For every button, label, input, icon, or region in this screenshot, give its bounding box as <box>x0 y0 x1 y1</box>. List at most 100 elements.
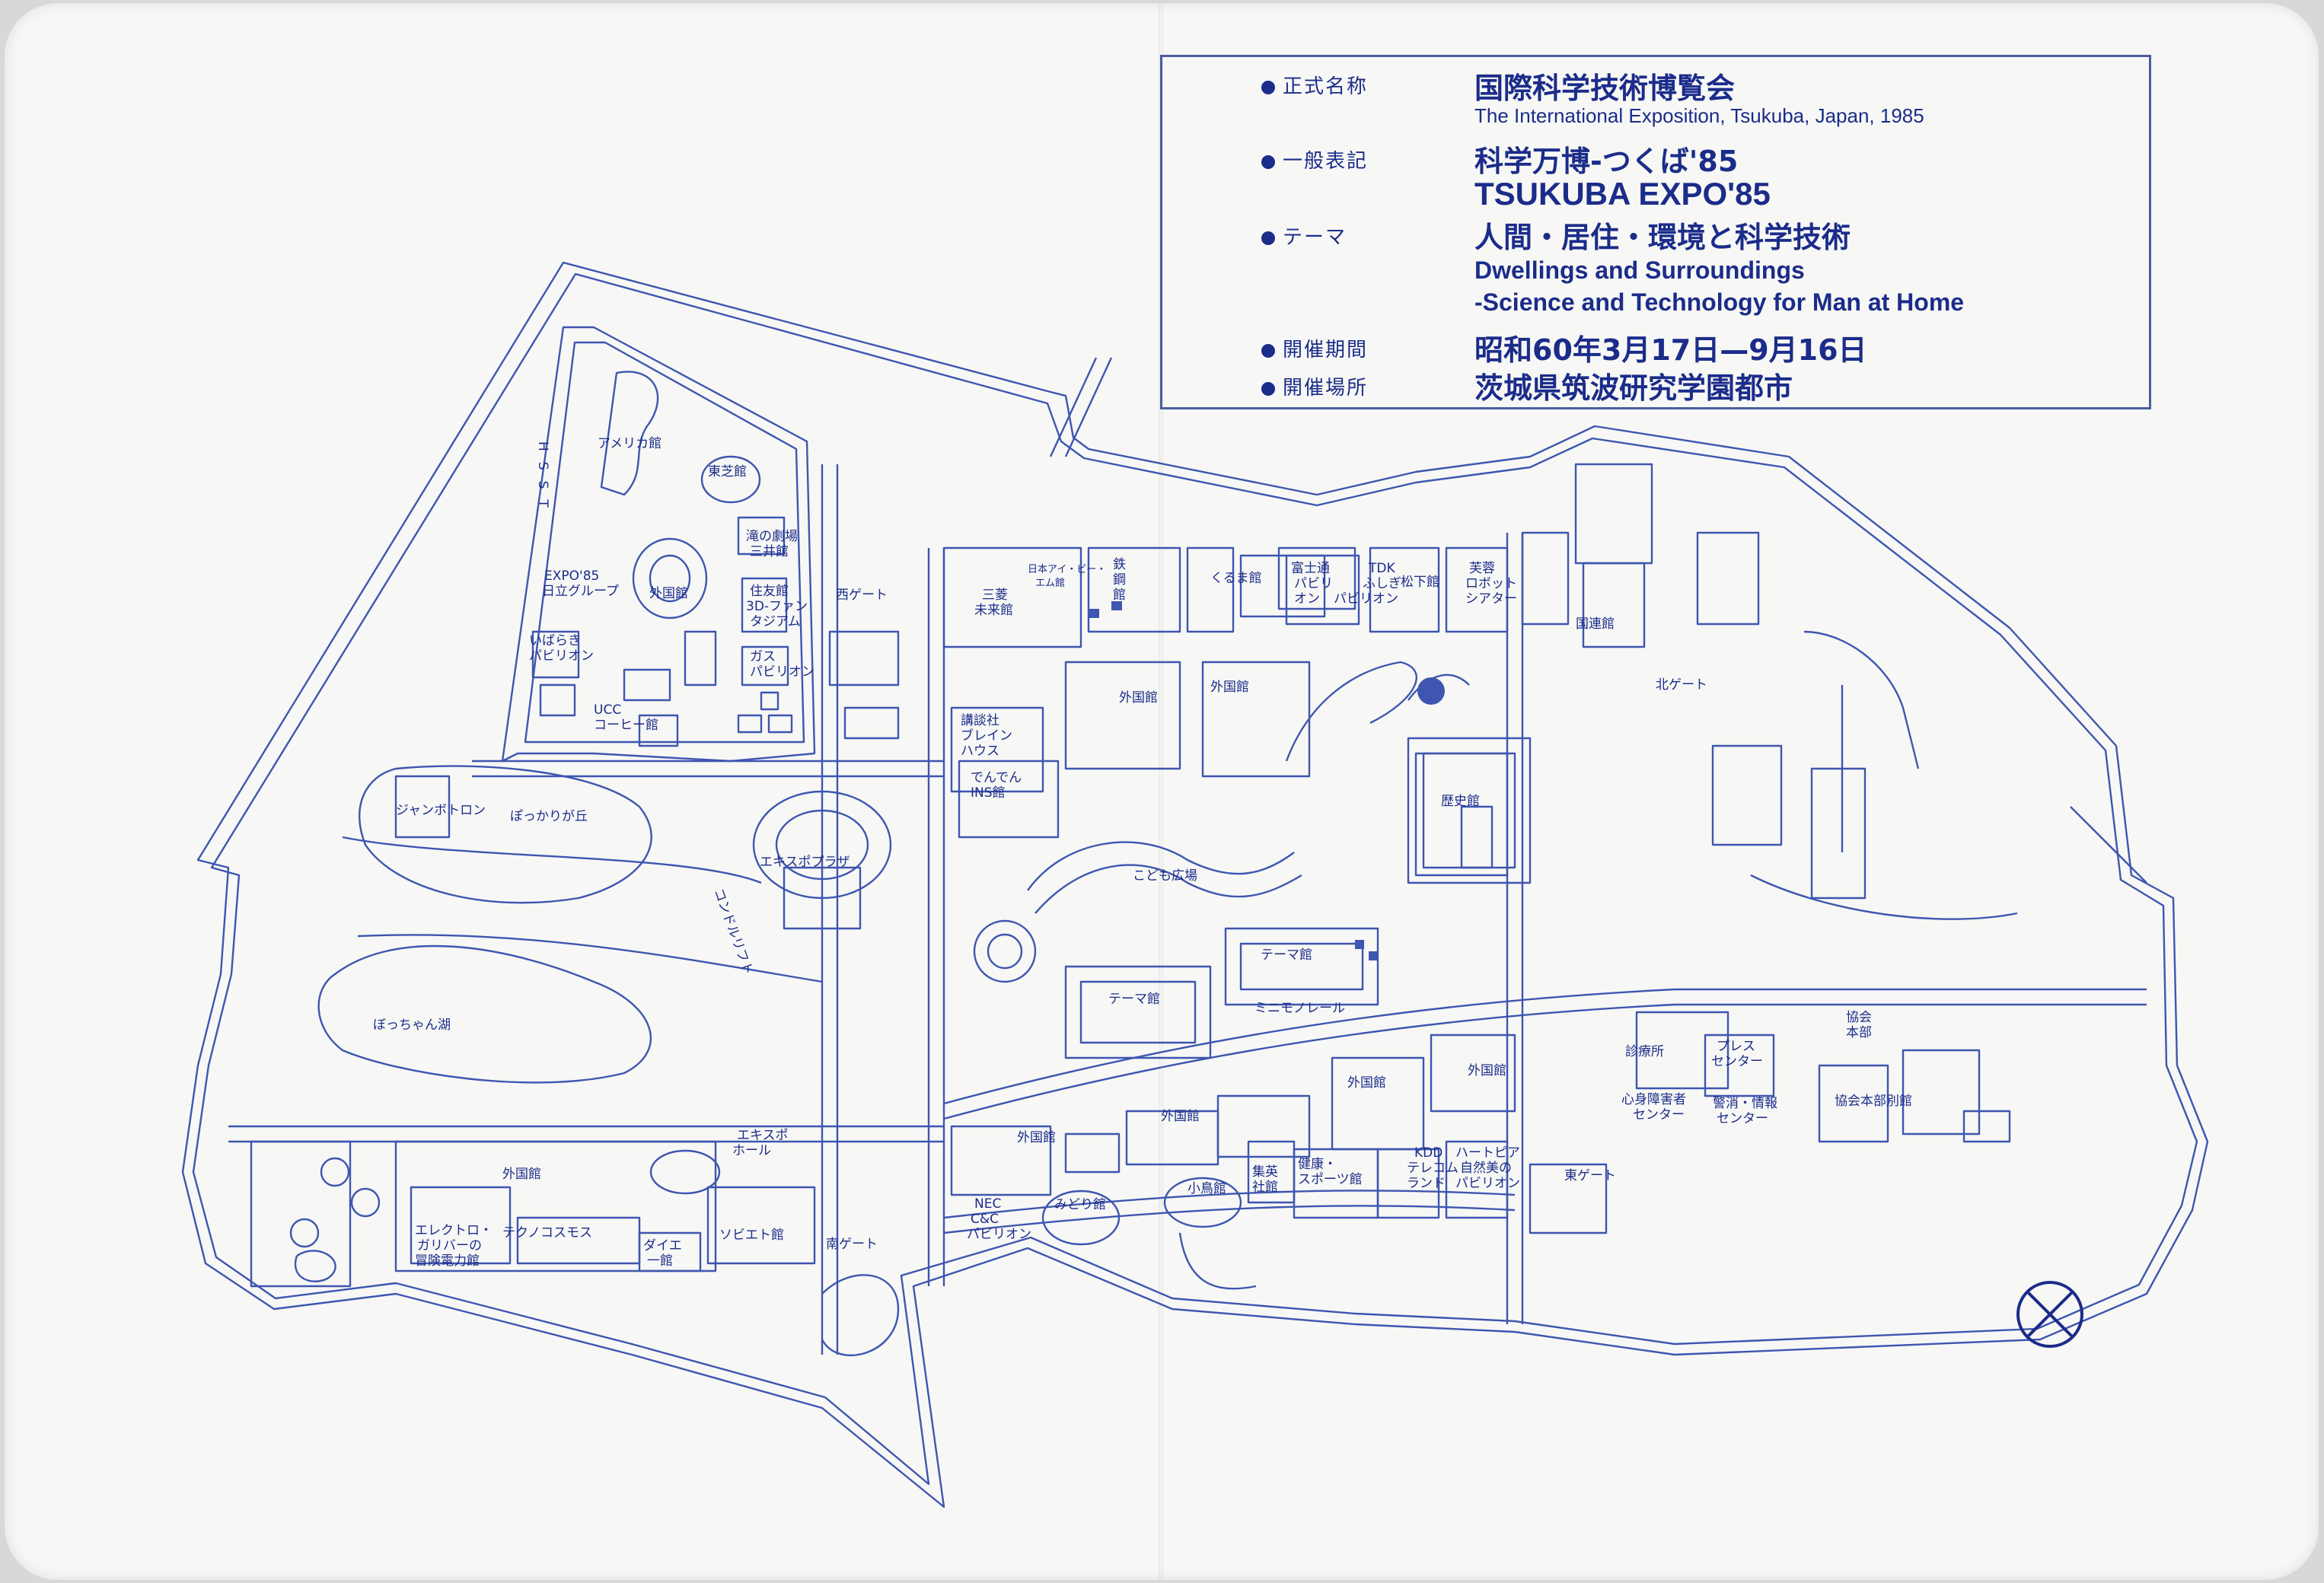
period-label-text: 開催期間 <box>1283 339 1369 362</box>
label-gas-1: ガス <box>750 649 776 664</box>
label-bocchan: ぼっちゃん湖 <box>373 1018 451 1033</box>
label-heart-1: ハートピア <box>1455 1145 1520 1161</box>
label-kodansha-3: ハウス <box>961 744 999 759</box>
label-fuyo-3: シアター <box>1465 591 1517 607</box>
label-electro-2: ガリバーの <box>417 1238 482 1253</box>
label-west-gate: 西ゲート <box>836 588 888 603</box>
label-ibaraki-1: いばらき <box>529 633 581 648</box>
label-mitsui: 三井館 <box>750 544 789 559</box>
label-un: 国連館 <box>1576 616 1615 632</box>
theme-pavilion-1 <box>1064 965 1212 1059</box>
label-police-1: 警消・情報 <box>1713 1096 1777 1111</box>
site-boundary <box>181 261 2209 1508</box>
label-fuyo-2: ロボット <box>1465 576 1517 591</box>
label-hitachi-1: EXPO'85 <box>544 569 599 584</box>
label-kodansha-1: 講談社 <box>961 713 999 728</box>
label-steel-1: 鉄 <box>1113 557 1126 572</box>
label-pokkari: ぽっかりが丘 <box>510 809 588 824</box>
label-steel-3: 館 <box>1113 588 1126 603</box>
label-kdd-3: ランド <box>1407 1176 1446 1191</box>
label-theme-1: テーマ館 <box>1108 992 1160 1007</box>
period-label: 開催期間 <box>1261 334 1368 362</box>
label-matsushita: 松下館 <box>1401 575 1439 590</box>
label-fujitsu-3: オン <box>1294 591 1320 607</box>
label-handicap-1: 心身障害者 <box>1621 1092 1686 1107</box>
label-police-2: センター <box>1717 1111 1768 1126</box>
label-health-1: 健康・ <box>1298 1157 1337 1172</box>
bullet-dot-icon <box>1261 80 1275 94</box>
bullet-dot-icon <box>1261 381 1275 396</box>
venue-label: 開催場所 <box>1261 372 1368 400</box>
bullet-dot-icon <box>1261 154 1275 169</box>
label-mitsubishi-2: 未来館 <box>974 603 1013 618</box>
label-sumitomo-3: タジアム <box>750 614 801 629</box>
label-denden-2: INS館 <box>971 785 1006 801</box>
label-america: アメリカ館 <box>598 436 661 451</box>
label-theme-2: テーマ館 <box>1261 948 1312 963</box>
label-toshiba: 東芝館 <box>708 464 747 479</box>
label-expo-hall-1: エキスポ <box>737 1128 789 1143</box>
label-foreign-c1: 外国館 <box>1119 690 1158 706</box>
label-expo-hall-2: ホール <box>732 1143 771 1158</box>
theme-en-2: -Science and Technology for Man at Home <box>1474 288 1965 316</box>
label-denden-1: でんでん <box>971 770 1022 785</box>
label-kodansha-2: ブレイン <box>961 728 1012 744</box>
label-sumitomo-1: 住友館 <box>750 584 789 599</box>
info-box: 正式名称 国際科学技術博覧会 The International Exposit… <box>1160 55 2151 409</box>
label-steel-2: 鋼 <box>1113 572 1126 588</box>
label-tdk-3: パビリオン <box>1334 591 1398 607</box>
label-north-gate: 北ゲート <box>1656 677 1707 693</box>
label-kyokai-bunkan: 協会本部別館 <box>1835 1094 1912 1109</box>
label-shueisha-1: 集英 <box>1252 1164 1278 1180</box>
label-foreign-c2: 外国館 <box>1210 680 1249 695</box>
label-kotori: 小鳥館 <box>1188 1181 1226 1196</box>
label-nec-2: C&C <box>971 1212 999 1227</box>
label-ibm-1: 日本アイ・ビー・ <box>1028 564 1106 575</box>
label-press-1: プレス <box>1717 1039 1755 1054</box>
label-ibm-2: エム館 <box>1035 578 1065 589</box>
label-nec-3: パビリオン <box>967 1227 1031 1242</box>
theme-pavilion-2 <box>1224 927 1379 1006</box>
label-nec-1: NEC <box>974 1196 1001 1212</box>
label-foreign-nw: 外国館 <box>649 586 688 601</box>
official-name-label-text: 正式名称 <box>1283 75 1369 98</box>
official-name-label: 正式名称 <box>1261 71 1368 99</box>
venue-label-text: 開催場所 <box>1283 377 1369 400</box>
label-taki: 滝の劇場 <box>746 529 798 544</box>
label-foreign-s3: 外国館 <box>1161 1109 1200 1124</box>
bullet-dot-icon <box>1261 343 1275 358</box>
label-kdd-1: KDD <box>1414 1145 1443 1161</box>
label-kuruma: くるま館 <box>1210 571 1262 586</box>
label-midori: みどり館 <box>1054 1197 1106 1212</box>
label-heart-2: 自然美の <box>1460 1161 1512 1176</box>
official-name-en: The International Exposition, Tsukuba, J… <box>1474 104 1924 127</box>
label-daiei-2: 一館 <box>647 1253 673 1269</box>
center-fold <box>1159 3 1163 1580</box>
label-electro-3: 冒険電力館 <box>415 1253 480 1269</box>
official-name: 国際科学技術博覧会 <box>1474 72 1736 105</box>
history-pavilion-outline <box>1407 737 1532 884</box>
label-fuyo-1: 芙蓉 <box>1469 561 1495 576</box>
theme-en-1: Dwellings and Surroundings <box>1474 256 1805 284</box>
label-east-gate: 東ゲート <box>1564 1168 1616 1183</box>
label-ibaraki-2: パビリオン <box>529 648 594 664</box>
label-press-2: センター <box>1711 1054 1763 1069</box>
label-gas-2: パビリオン <box>750 664 815 680</box>
theme-label: テーマ <box>1261 221 1347 250</box>
common-name-en: TSUKUBA EXPO'85 <box>1474 176 1771 212</box>
label-daiei-1: ダイエ <box>643 1238 682 1253</box>
label-south-gate: 南ゲート <box>826 1237 878 1252</box>
label-technocosmos: テクノコスモス <box>502 1225 592 1241</box>
label-expo-plaza: エキスポプラザ <box>760 855 850 870</box>
label-shinryo: 診療所 <box>1625 1044 1664 1059</box>
label-kyokai-2: 本部 <box>1846 1025 1872 1040</box>
label-tdk-1: TDK <box>1368 561 1395 576</box>
theme: 人間・居住・環境と科学技術 <box>1474 221 1851 254</box>
bullet-dot-icon <box>1261 231 1275 245</box>
label-shueisha-2: 社館 <box>1252 1180 1278 1195</box>
label-health-2: スポーツ館 <box>1298 1172 1363 1187</box>
common-name-label: 一般表記 <box>1261 145 1368 174</box>
label-kdd-2: テレコム <box>1407 1161 1458 1176</box>
